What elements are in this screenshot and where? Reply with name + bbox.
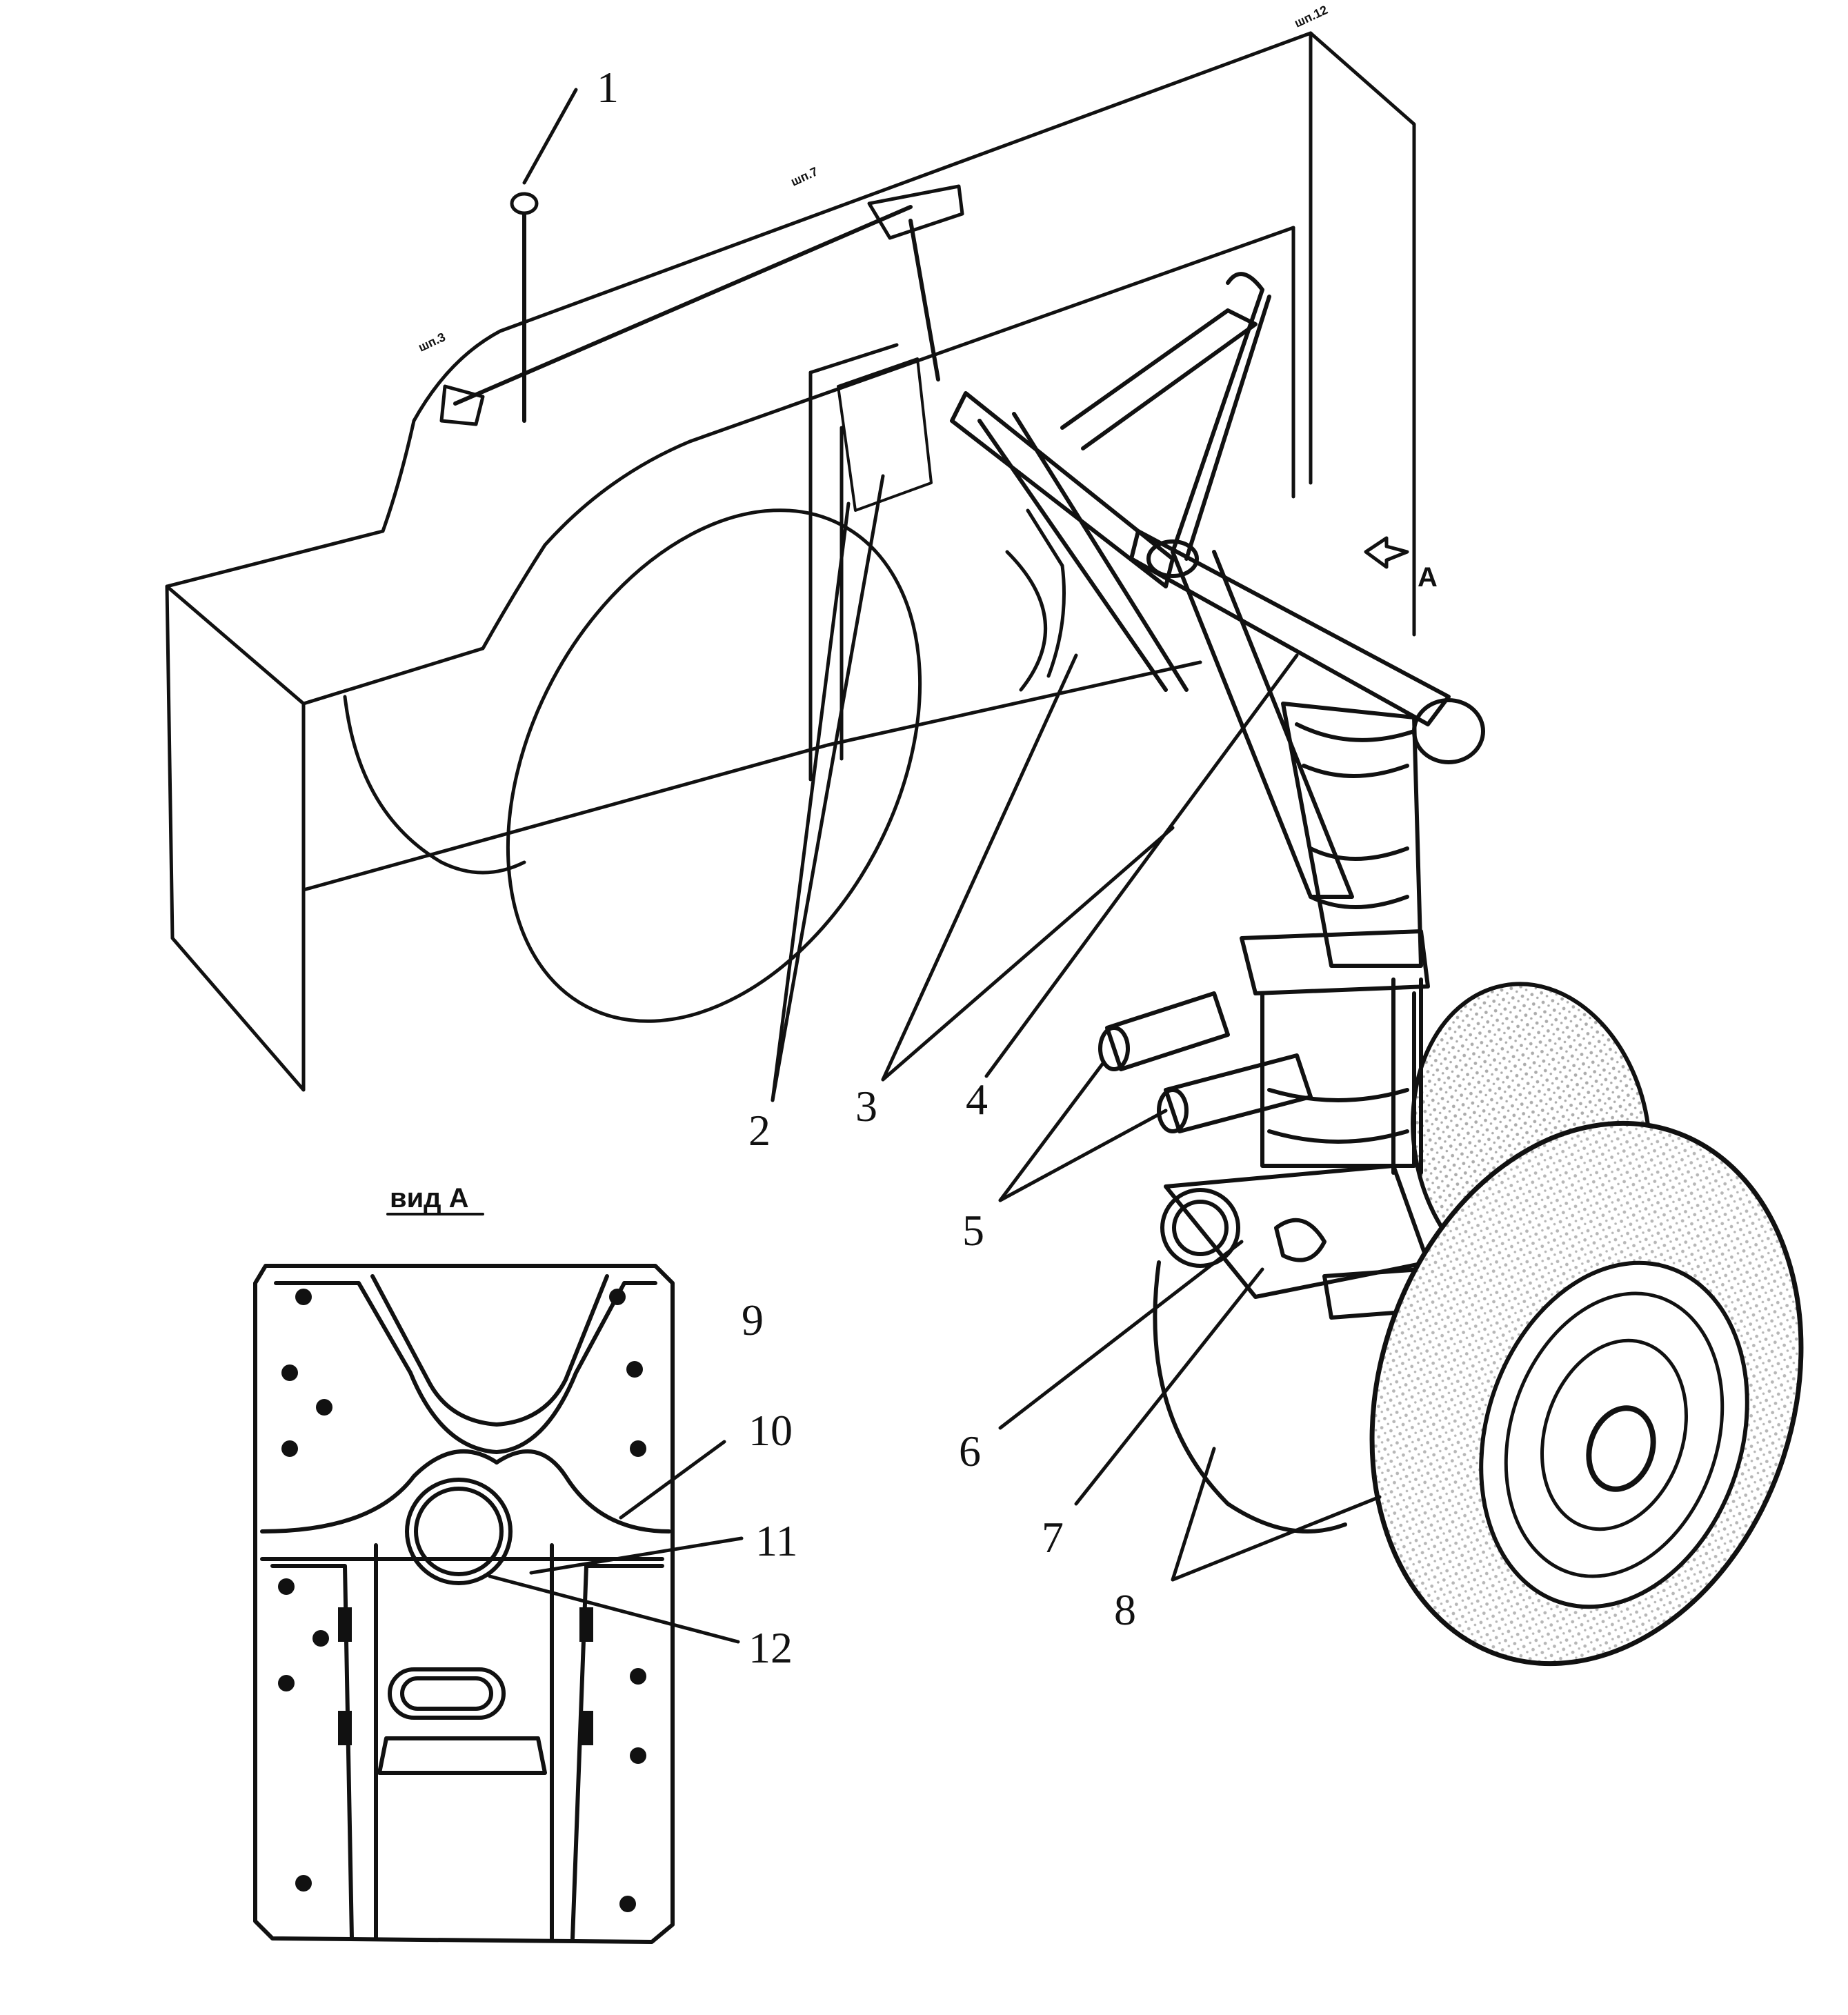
callout-8: 8: [1114, 1585, 1136, 1634]
fuselage-structure: [165, 31, 1416, 1092]
view-a-panel: [253, 1264, 675, 1944]
callout-labels: 1 2 3 4 5 6 7 8 9 10 11 12: [597, 63, 1136, 1672]
leader-lines: [488, 88, 1382, 1644]
view-a-arrow: А: [1364, 536, 1438, 593]
steering-cylinders: [1098, 991, 1313, 1133]
callout-9: 9: [742, 1296, 764, 1344]
view-a-title: вид А: [390, 1183, 469, 1213]
callout-3: 3: [855, 1082, 877, 1131]
station-mark-12: шп.12: [1292, 3, 1330, 30]
callout-4: 4: [966, 1075, 988, 1124]
front-wheel: [1369, 1120, 1804, 1667]
callout-11: 11: [755, 1516, 798, 1565]
axle-assembly: [1160, 1164, 1430, 1320]
callout-1: 1: [597, 63, 619, 112]
drag-strut: [950, 272, 1485, 764]
callout-2: 2: [748, 1106, 771, 1155]
station-mark-7: шп.7: [788, 164, 820, 188]
control-cable: [439, 184, 964, 426]
callout-10: 10: [748, 1406, 793, 1455]
callout-7: 7: [1042, 1513, 1064, 1562]
station-mark-3: шп.3: [416, 330, 448, 354]
wheel-well-outline: [343, 508, 1066, 1023]
shock-strut: [1171, 550, 1430, 1175]
callout-5: 5: [962, 1206, 984, 1255]
view-arrow-label: А: [1418, 562, 1438, 593]
view-a-bolts: [278, 1289, 646, 1912]
callout-6: 6: [959, 1427, 981, 1476]
callout-12: 12: [748, 1623, 793, 1672]
